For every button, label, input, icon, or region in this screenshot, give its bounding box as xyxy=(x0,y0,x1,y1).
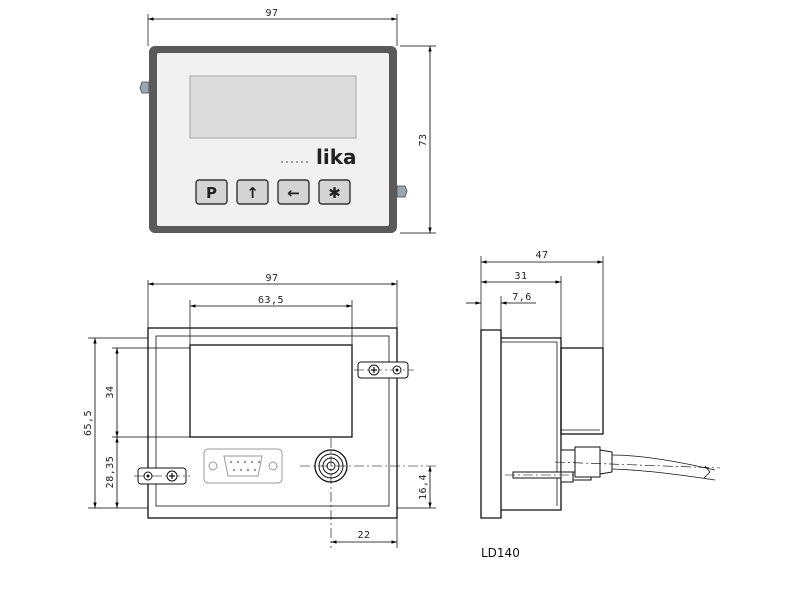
lika-logo: lika xyxy=(281,145,357,169)
side-depth-body-label: 31 xyxy=(514,271,527,282)
rear-clip-left xyxy=(134,467,190,485)
side-view: 47 31 7,6 xyxy=(466,250,721,560)
rear-housing-inner xyxy=(155,335,390,507)
side-depth-bezel-label: 7,6 xyxy=(512,292,532,303)
arrow-left-icon: ← xyxy=(287,184,300,202)
mounting-clip-left xyxy=(139,81,150,94)
front-height-label: 73 xyxy=(418,133,429,146)
asterisk-icon: ✱ xyxy=(328,184,341,202)
rear-view: 97 63,5 xyxy=(83,273,436,548)
key-p[interactable]: P xyxy=(195,179,228,205)
side-body xyxy=(501,337,562,511)
arrow-up-icon: ↑ xyxy=(246,184,259,202)
rear-housing xyxy=(147,327,398,519)
front-view: 97 73 lika P ↑ xyxy=(139,8,436,234)
key-p-label: P xyxy=(206,184,217,202)
logo-text: lika xyxy=(316,145,357,169)
side-depth-total-label: 47 xyxy=(535,250,548,261)
display-height-label: 34 xyxy=(105,385,116,398)
gland-height-label: 16,4 xyxy=(418,474,429,500)
key-star[interactable]: ✱ xyxy=(318,179,351,205)
lcd-display xyxy=(189,75,357,139)
mounting-clip-right xyxy=(396,185,408,198)
gland-offset-label: 22 xyxy=(357,530,370,541)
side-rear-module xyxy=(560,347,604,435)
connector-height-label: 28,35 xyxy=(105,456,116,489)
side-cable-gland xyxy=(554,446,721,481)
db9-connector xyxy=(203,448,283,484)
display-width-label: 63,5 xyxy=(258,295,284,306)
display-recess xyxy=(189,344,353,438)
key-enter[interactable]: ← xyxy=(277,179,310,205)
model-label: LD140 xyxy=(481,546,520,560)
side-bezel xyxy=(480,329,502,519)
key-up[interactable]: ↑ xyxy=(236,179,269,205)
rear-clip-right xyxy=(354,361,414,379)
rear-height-label: 65,5 xyxy=(83,410,94,436)
front-width-label: 97 xyxy=(265,8,278,19)
rear-width-label: 97 xyxy=(265,273,278,284)
